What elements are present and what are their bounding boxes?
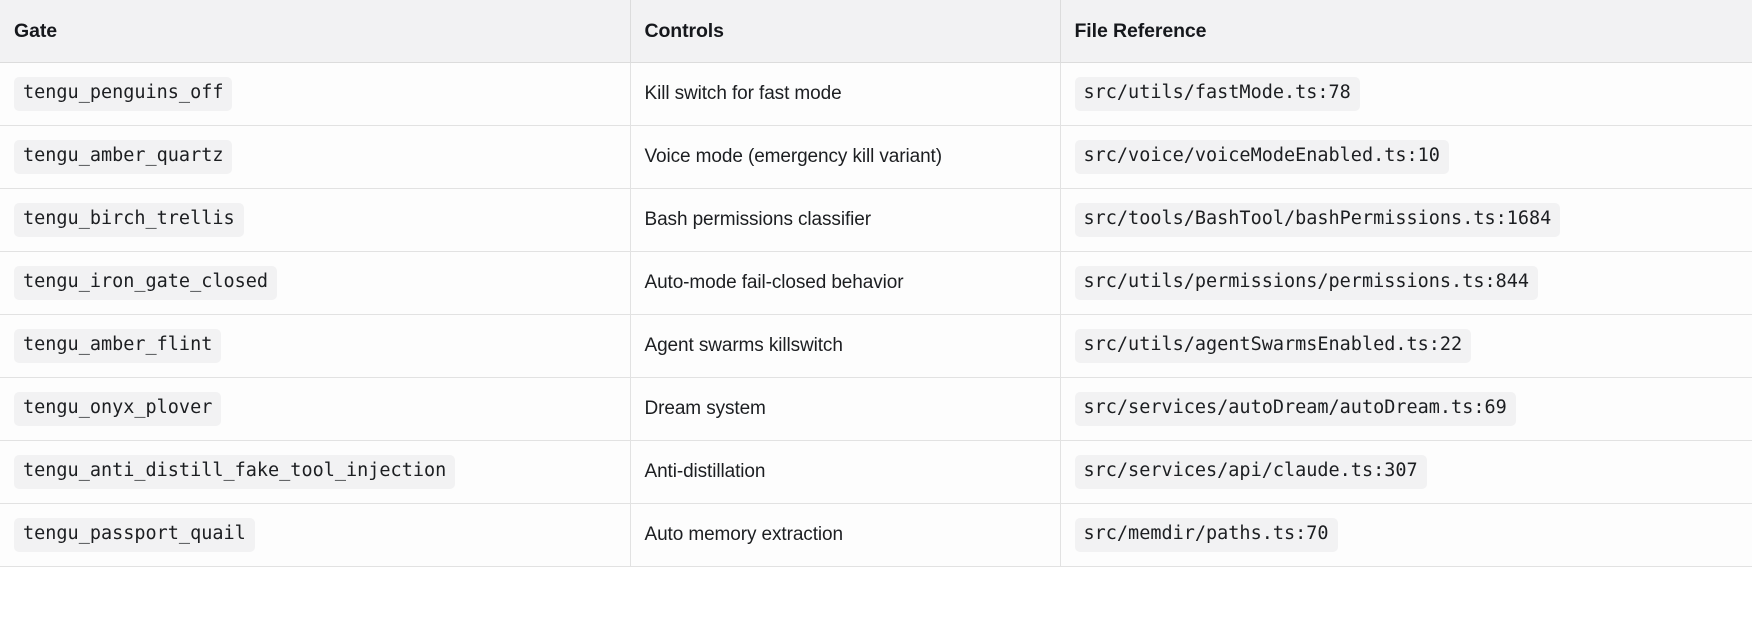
cell-file-reference: src/tools/BashTool/bashPermissions.ts:16…	[1060, 188, 1752, 252]
cell-gate: tengu_passport_quail	[0, 503, 631, 567]
file-reference-code-chip: src/services/autoDream/autoDream.ts:69	[1074, 392, 1516, 426]
controls-text: Anti-distillation	[644, 461, 766, 482]
table-row: tengu_amber_flint Agent swarms killswitc…	[0, 314, 1752, 378]
cell-controls: Kill switch for fast mode	[630, 62, 1061, 126]
table-row: tengu_passport_quail Auto memory extract…	[0, 503, 1752, 567]
controls-text: Kill switch for fast mode	[644, 83, 842, 104]
cell-gate: tengu_penguins_off	[0, 62, 631, 126]
cell-controls: Voice mode (emergency kill variant)	[630, 125, 1061, 189]
gate-code-chip: tengu_birch_trellis	[14, 203, 244, 237]
cell-gate: tengu_birch_trellis	[0, 188, 631, 252]
cell-file-reference: src/utils/fastMode.ts:78	[1060, 62, 1752, 126]
table-row: tengu_penguins_off Kill switch for fast …	[0, 62, 1752, 126]
feature-gates-table: Gate Controls File Reference tengu_pengu…	[0, 0, 1752, 567]
cell-controls: Anti-distillation	[630, 440, 1061, 504]
cell-file-reference: src/memdir/paths.ts:70	[1060, 503, 1752, 567]
gate-code-chip: tengu_iron_gate_closed	[14, 266, 278, 300]
table-row: tengu_amber_quartz Voice mode (emergency…	[0, 125, 1752, 189]
controls-text: Auto-mode fail-closed behavior	[644, 272, 904, 293]
controls-text: Auto memory extraction	[644, 524, 844, 545]
table-row: tengu_onyx_plover Dream system src/servi…	[0, 377, 1752, 441]
file-reference-code-chip: src/utils/fastMode.ts:78	[1074, 77, 1360, 111]
file-reference-code-chip: src/utils/agentSwarmsEnabled.ts:22	[1074, 329, 1472, 363]
cell-gate: tengu_amber_flint	[0, 314, 631, 378]
cell-controls: Bash permissions classifier	[630, 188, 1061, 252]
controls-text: Bash permissions classifier	[644, 209, 872, 230]
cell-gate: tengu_amber_quartz	[0, 125, 631, 189]
gate-code-chip: tengu_anti_distill_fake_tool_injection	[14, 455, 456, 489]
cell-gate: tengu_iron_gate_closed	[0, 251, 631, 315]
cell-controls: Auto memory extraction	[630, 503, 1061, 567]
gate-code-chip: tengu_amber_quartz	[14, 140, 233, 174]
column-header-controls: Controls	[630, 0, 1061, 63]
column-header-gate: Gate	[0, 0, 631, 63]
file-reference-code-chip: src/tools/BashTool/bashPermissions.ts:16…	[1074, 203, 1561, 237]
cell-file-reference: src/services/autoDream/autoDream.ts:69	[1060, 377, 1752, 441]
controls-text: Agent swarms killswitch	[644, 335, 843, 356]
cell-file-reference: src/utils/agentSwarmsEnabled.ts:22	[1060, 314, 1752, 378]
gate-code-chip: tengu_onyx_plover	[14, 392, 222, 426]
table-row: tengu_anti_distill_fake_tool_injection A…	[0, 440, 1752, 504]
gate-code-chip: tengu_passport_quail	[14, 518, 255, 552]
gate-code-chip: tengu_penguins_off	[14, 77, 233, 111]
file-reference-code-chip: src/voice/voiceModeEnabled.ts:10	[1074, 140, 1449, 174]
cell-file-reference: src/services/api/claude.ts:307	[1060, 440, 1752, 504]
table-body: tengu_penguins_off Kill switch for fast …	[0, 62, 1752, 567]
file-reference-code-chip: src/utils/permissions/permissions.ts:844	[1074, 266, 1539, 300]
controls-text: Dream system	[644, 398, 766, 419]
controls-text: Voice mode (emergency kill variant)	[644, 146, 943, 167]
cell-controls: Auto-mode fail-closed behavior	[630, 251, 1061, 315]
cell-controls: Agent swarms killswitch	[630, 314, 1061, 378]
file-reference-code-chip: src/memdir/paths.ts:70	[1074, 518, 1338, 552]
cell-gate: tengu_anti_distill_fake_tool_injection	[0, 440, 631, 504]
file-reference-code-chip: src/services/api/claude.ts:307	[1074, 455, 1427, 489]
column-header-file-reference: File Reference	[1060, 0, 1752, 63]
table-row: tengu_birch_trellis Bash permissions cla…	[0, 188, 1752, 252]
table-header-row: Gate Controls File Reference	[0, 0, 1752, 63]
cell-controls: Dream system	[630, 377, 1061, 441]
cell-gate: tengu_onyx_plover	[0, 377, 631, 441]
table-row: tengu_iron_gate_closed Auto-mode fail-cl…	[0, 251, 1752, 315]
table-header: Gate Controls File Reference	[0, 0, 1752, 63]
cell-file-reference: src/utils/permissions/permissions.ts:844	[1060, 251, 1752, 315]
cell-file-reference: src/voice/voiceModeEnabled.ts:10	[1060, 125, 1752, 189]
gate-code-chip: tengu_amber_flint	[14, 329, 222, 363]
